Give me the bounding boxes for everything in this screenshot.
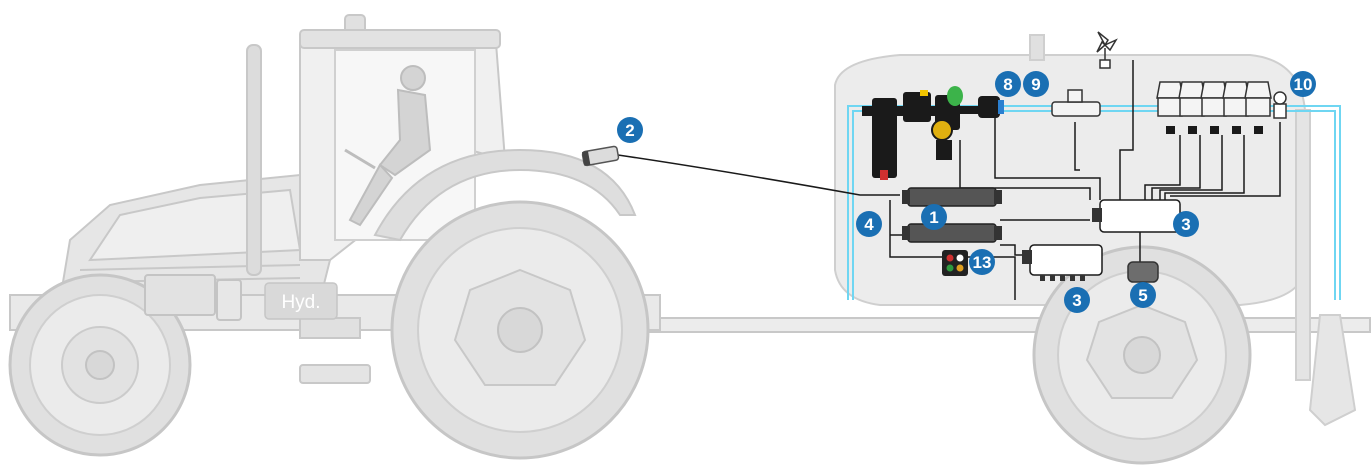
badge-9: 9: [1023, 71, 1049, 97]
hyd-box: Hyd.: [264, 282, 338, 320]
section-valves: [1156, 81, 1272, 117]
badge-3a-label: 3: [1181, 215, 1190, 234]
badge-13-label: 13: [973, 253, 992, 272]
badge-13: 13: [969, 249, 995, 275]
main-valve-block: [862, 86, 990, 180]
hydraulic-unit: [144, 274, 242, 321]
badge-1-label: 1: [929, 208, 938, 227]
badge-2: 2: [617, 117, 643, 143]
control-box-upper: [1092, 199, 1181, 233]
badge-1: 1: [921, 204, 947, 230]
badge-4-label: 4: [864, 215, 874, 234]
tractor-front-wheel: [8, 273, 192, 457]
badge-3a: 3: [1173, 211, 1199, 237]
pressure-sensor: [1051, 89, 1101, 117]
connector-plug: [581, 145, 620, 167]
badge-5-label: 5: [1138, 286, 1147, 305]
sensor-unit: [1127, 261, 1159, 283]
badge-8-label: 8: [1003, 75, 1012, 94]
end-sensor: [1273, 91, 1287, 119]
section-valve-connectors: [1166, 126, 1263, 134]
badge-3b-label: 3: [1072, 291, 1081, 310]
control-box-lower: [1022, 244, 1103, 281]
badge-4: 4: [856, 211, 882, 237]
badge-8: 8: [995, 71, 1021, 97]
badge-9-label: 9: [1031, 75, 1040, 94]
badge-10-label: 10: [1294, 75, 1313, 94]
badge-3b: 3: [1064, 287, 1090, 313]
job-computer-modules: [902, 187, 1002, 243]
driver: [344, 65, 432, 227]
flow-meter: [978, 96, 1004, 118]
hyd-label: Hyd.: [281, 292, 320, 313]
wind-sensor: [1096, 31, 1118, 69]
badge-5: 5: [1130, 282, 1156, 308]
badge-2-label: 2: [625, 121, 634, 140]
power-socket: [942, 250, 968, 276]
tractor-rear-wheel: [390, 200, 650, 460]
badge-10: 10: [1290, 71, 1316, 97]
